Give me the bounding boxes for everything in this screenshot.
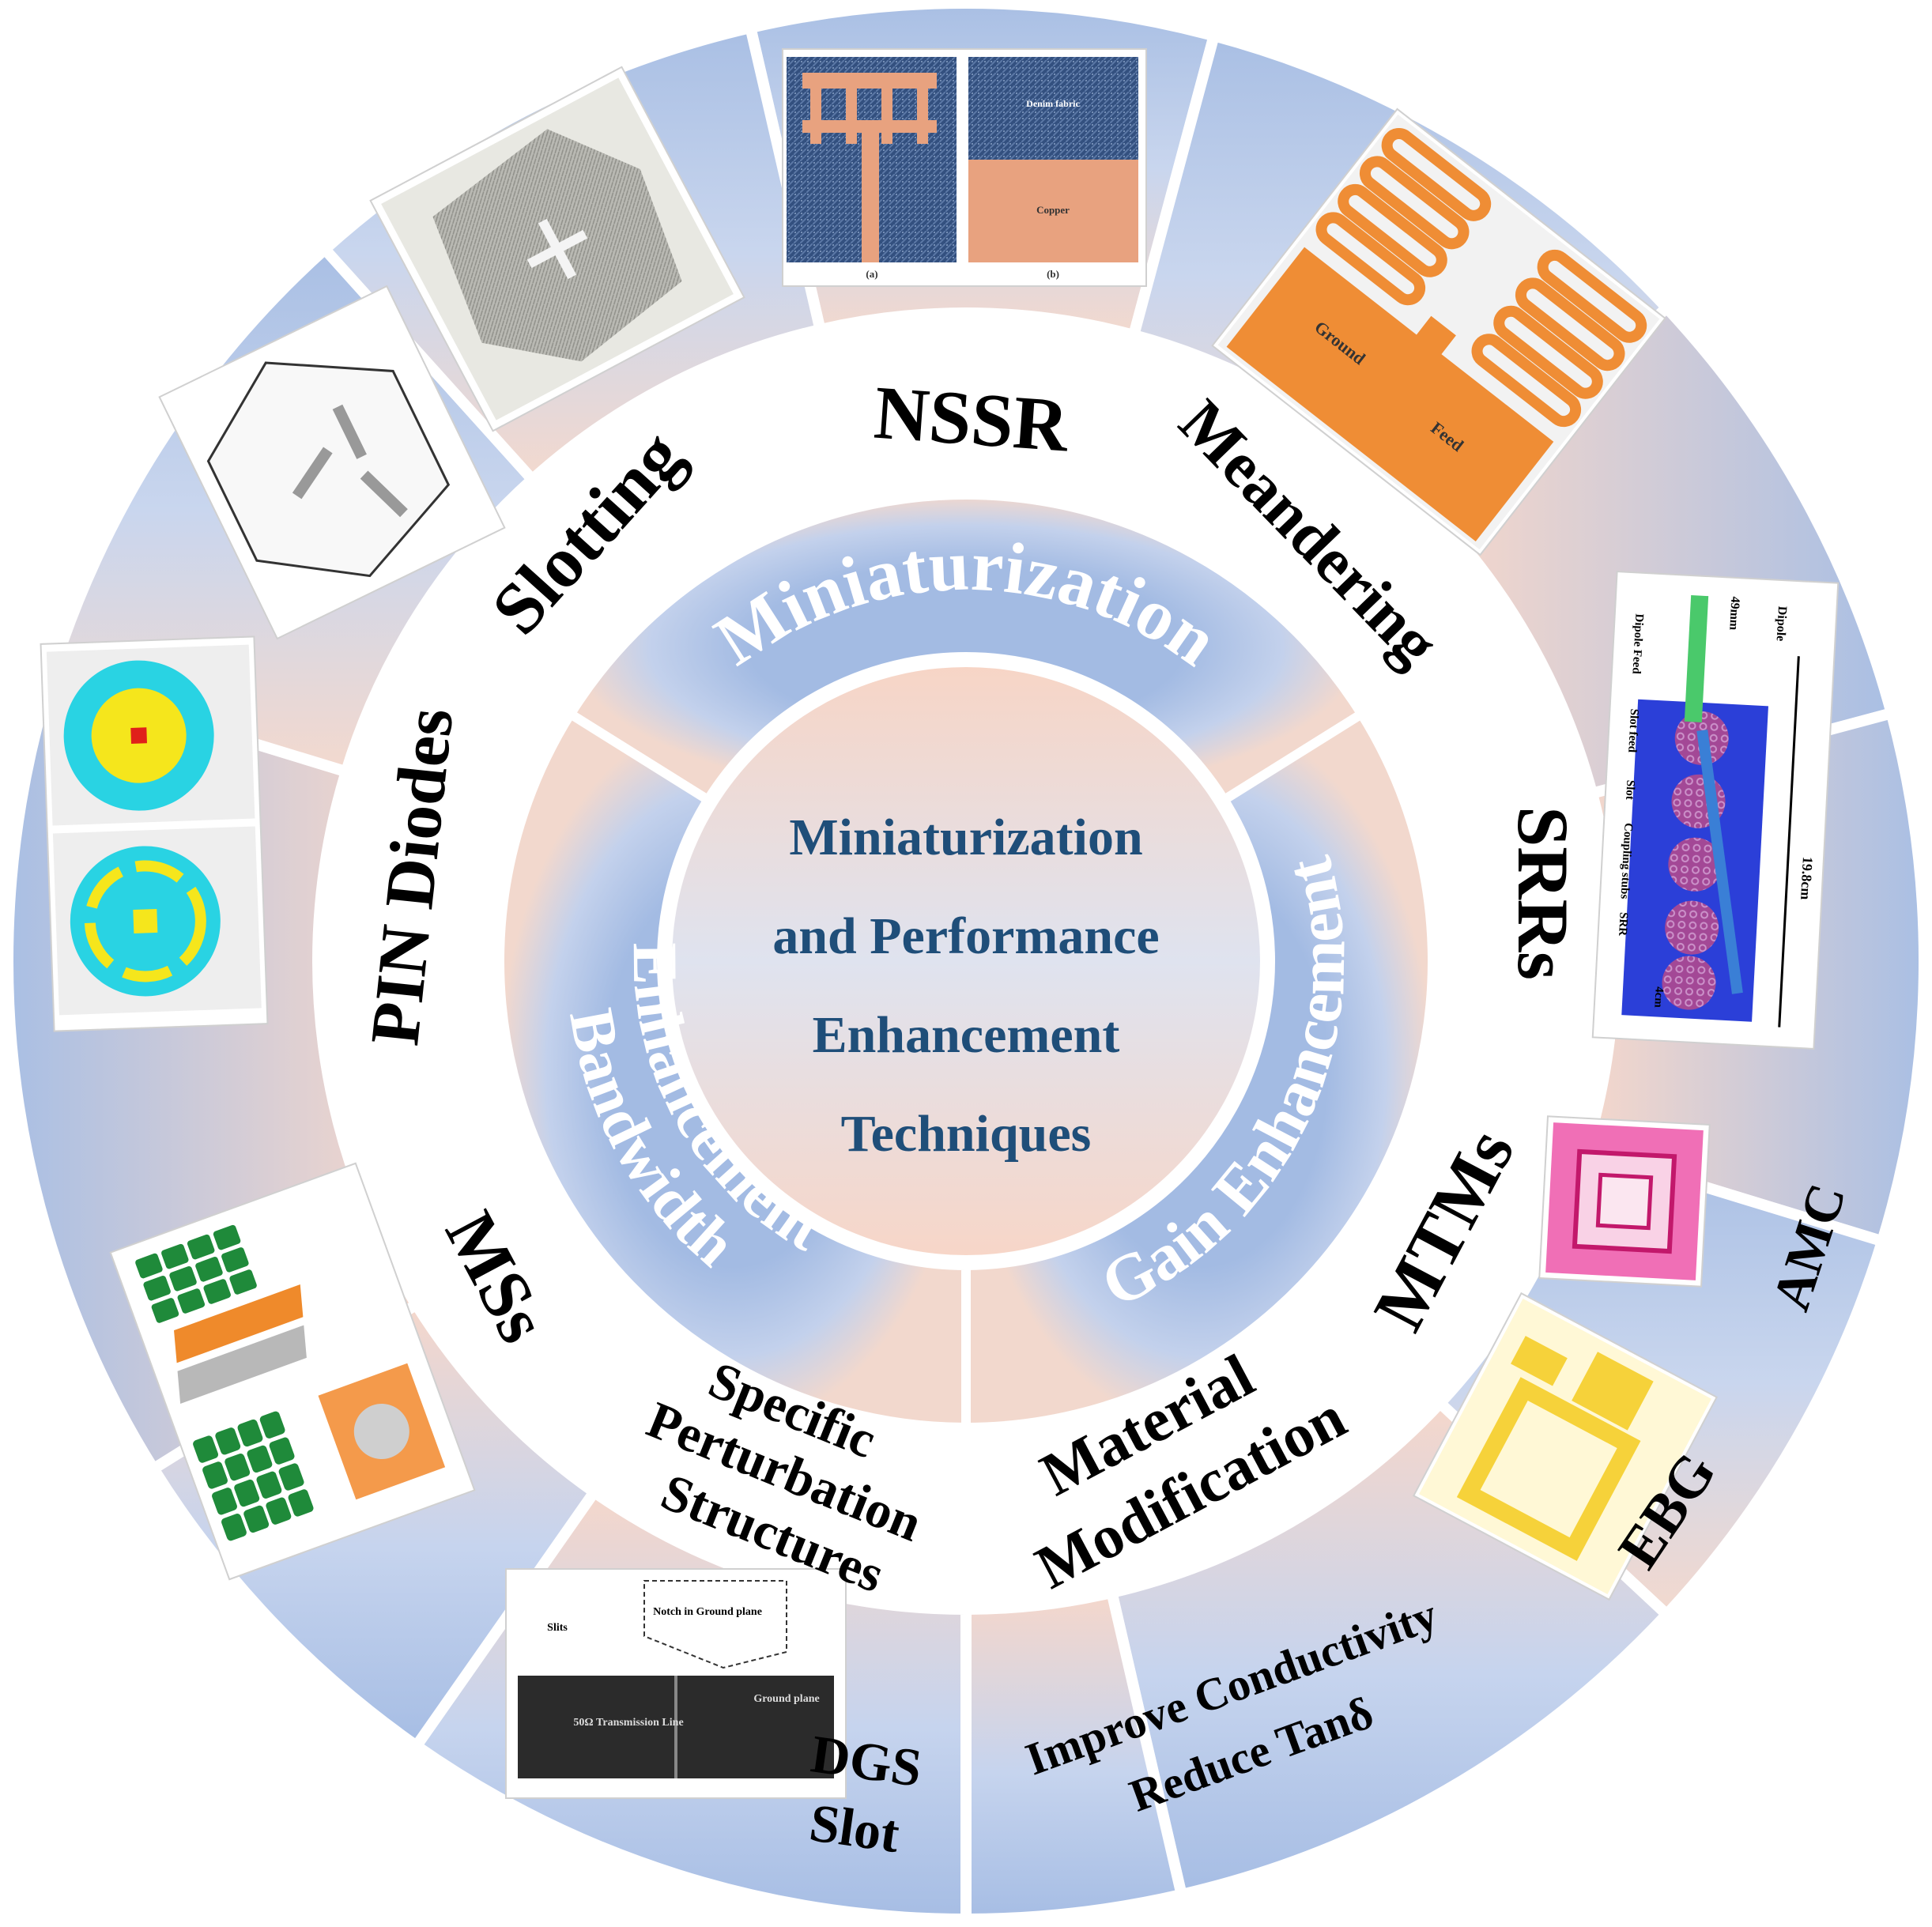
thumb-ground-plane-label: Ground plane bbox=[753, 1693, 819, 1705]
thumb-slot-label: Slot bbox=[1623, 779, 1636, 800]
slotting-thumbnail-2 bbox=[369, 66, 745, 432]
thumb-caption-a: (a) bbox=[866, 268, 877, 280]
amc-thumbnail bbox=[1538, 1115, 1711, 1288]
center-title-line: Enhancement bbox=[813, 1006, 1120, 1064]
thumb-4cm-label: 4cm bbox=[1651, 986, 1665, 1009]
thumb-denim-label: Denim fabric bbox=[1026, 98, 1080, 109]
thumb-slits-label: Slits bbox=[547, 1622, 568, 1634]
thumb-dipole-feed-label: Dipole Feed bbox=[1629, 613, 1645, 675]
thumb-notch-label: Notch in Ground plane bbox=[653, 1606, 762, 1618]
thumb-line50-label: 50Ω Transmission Line bbox=[573, 1717, 683, 1729]
center-title-line: Techniques bbox=[841, 1105, 1092, 1163]
thumb-caption-b: (b) bbox=[1047, 268, 1059, 280]
ebg-thumbnail bbox=[1412, 1292, 1719, 1601]
thumb-198cm-label: 19.8cm bbox=[1798, 856, 1816, 899]
center-title-line: Miniaturization bbox=[789, 809, 1142, 866]
mss-thumbnail bbox=[109, 1162, 476, 1581]
slotting-thumbnail-1 bbox=[158, 285, 506, 640]
center-circle bbox=[672, 667, 1260, 1255]
label-nssr: NSSR bbox=[872, 370, 1073, 468]
center-title-line: and Performance bbox=[772, 907, 1159, 965]
thumb-coupling-label: Coupling stubs bbox=[1618, 823, 1635, 899]
thumb-dipole-label: Dipole bbox=[1774, 605, 1789, 641]
thumb-srr-label: SRR bbox=[1616, 912, 1630, 937]
thumb-copper-label: Copper bbox=[1036, 204, 1070, 216]
label-srrs: SRRs bbox=[1503, 806, 1583, 980]
thumb-49mm-label: 49mm bbox=[1726, 596, 1741, 631]
pin-diodes-thumbnail bbox=[40, 635, 269, 1032]
label-slot: Slot bbox=[806, 1792, 904, 1864]
thumb-slot-feed-label: Slot feed bbox=[1625, 708, 1640, 753]
